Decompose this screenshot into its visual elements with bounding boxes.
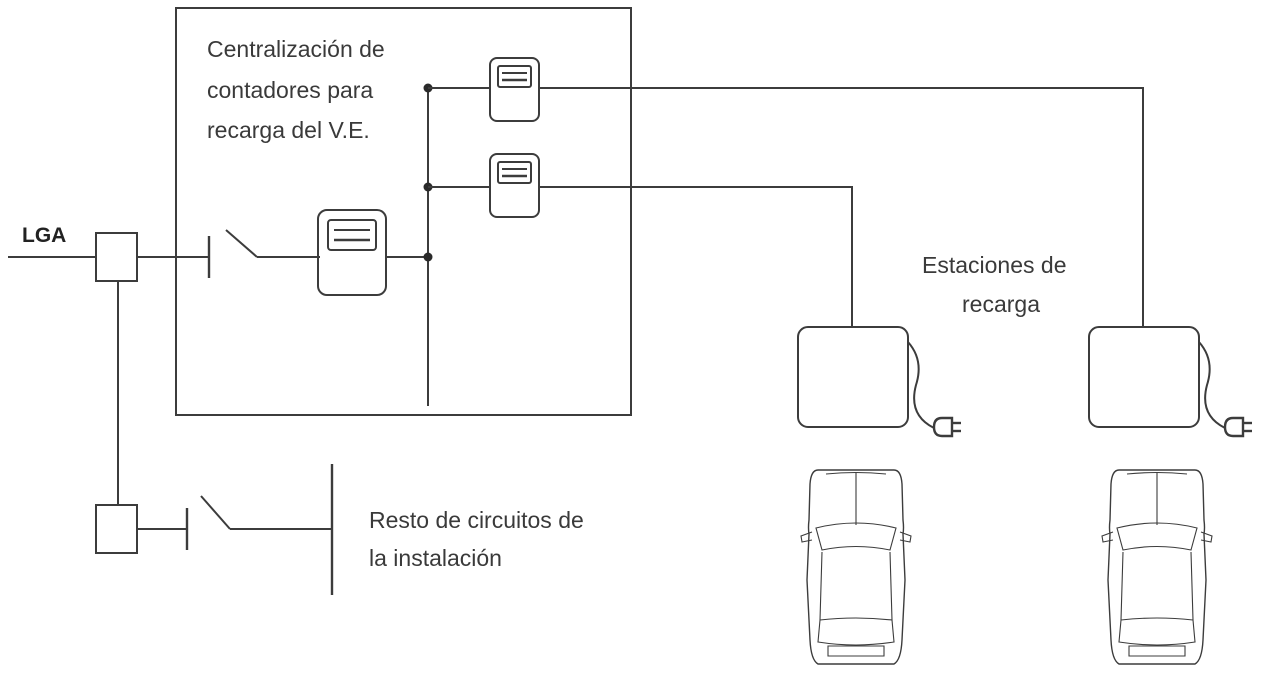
car-2-icon [1101,469,1213,665]
lga-label: LGA [22,224,66,247]
charger-1-feed-line [539,186,853,327]
charger-1-plug-icon [932,416,963,438]
main-switch-blade [225,229,258,258]
stations-label-line1: Estaciones de [922,252,1066,278]
car-1-icon [800,469,912,665]
centralization-label-line1: Centralización de [207,36,385,62]
centralization-label-line3: recarga del V.E. [207,117,370,143]
charging-station-2 [1088,326,1200,428]
charger-1-cable [907,341,935,429]
rest-switch-blade [200,495,231,530]
rest-junction-box [95,504,138,554]
main-meter-icon [317,209,387,296]
ev-meter-icon-2 [489,153,540,218]
charger-2-cable [1198,341,1226,429]
charger-2-feed-line [539,87,1144,327]
bus-node-bottom [423,252,433,262]
rest-label-line2: la instalación [369,545,502,571]
stations-label-line2: recarga [962,291,1040,317]
centralization-enclosure [175,7,632,416]
centralization-label-line2: contadores para [207,77,373,103]
rest-label-line1: Resto de circuitos de [369,507,584,533]
charging-station-1 [797,326,909,428]
lga-junction-box [95,232,138,282]
charger-2-plug-icon [1223,416,1254,438]
ev-meter-icon-1 [489,57,540,122]
